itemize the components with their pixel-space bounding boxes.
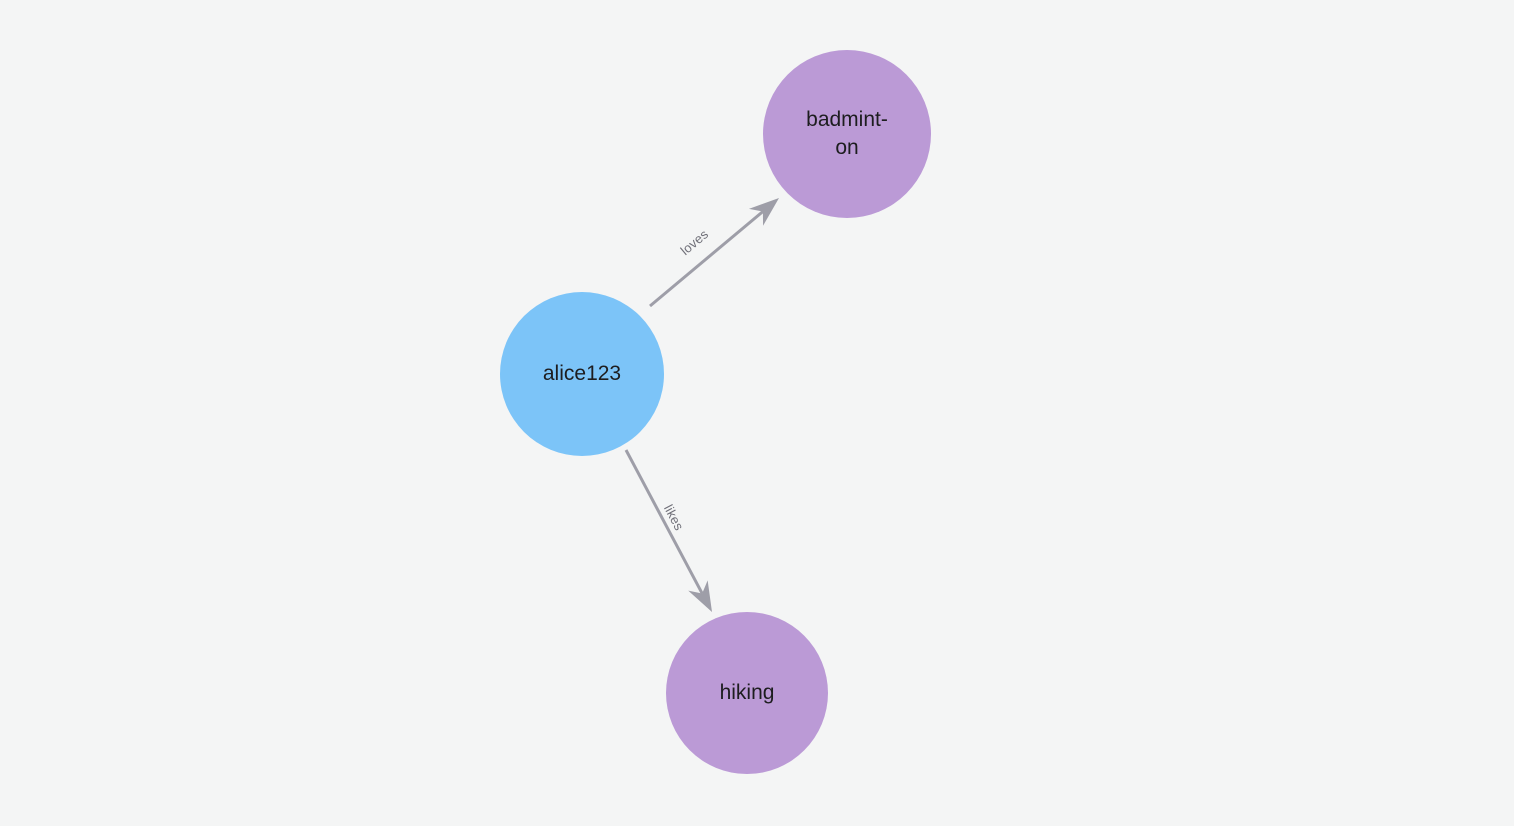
arrowhead-icon-likes: [688, 580, 712, 612]
node-circle-hiking[interactable]: [666, 612, 828, 774]
edge-label-likes: likes: [661, 502, 687, 533]
node-circle-alice123[interactable]: [500, 292, 664, 456]
nodes-layer: alice123 badmint-on hiking: [500, 50, 931, 774]
edge-label-loves: loves: [677, 226, 711, 258]
graph-node-hiking[interactable]: hiking: [666, 612, 828, 774]
edge-line-loves: [649, 210, 764, 308]
graph-node-badminton[interactable]: badmint-on: [763, 50, 931, 218]
edge-alice123-likes-hiking[interactable]: likes: [624, 449, 712, 612]
node-circle-badminton[interactable]: [763, 50, 931, 218]
edge-alice123-loves-badminton[interactable]: loves: [649, 198, 779, 308]
graph-node-alice123[interactable]: alice123: [500, 292, 664, 456]
arrowhead-icon-loves: [748, 198, 779, 226]
edge-line-likes: [624, 449, 704, 595]
